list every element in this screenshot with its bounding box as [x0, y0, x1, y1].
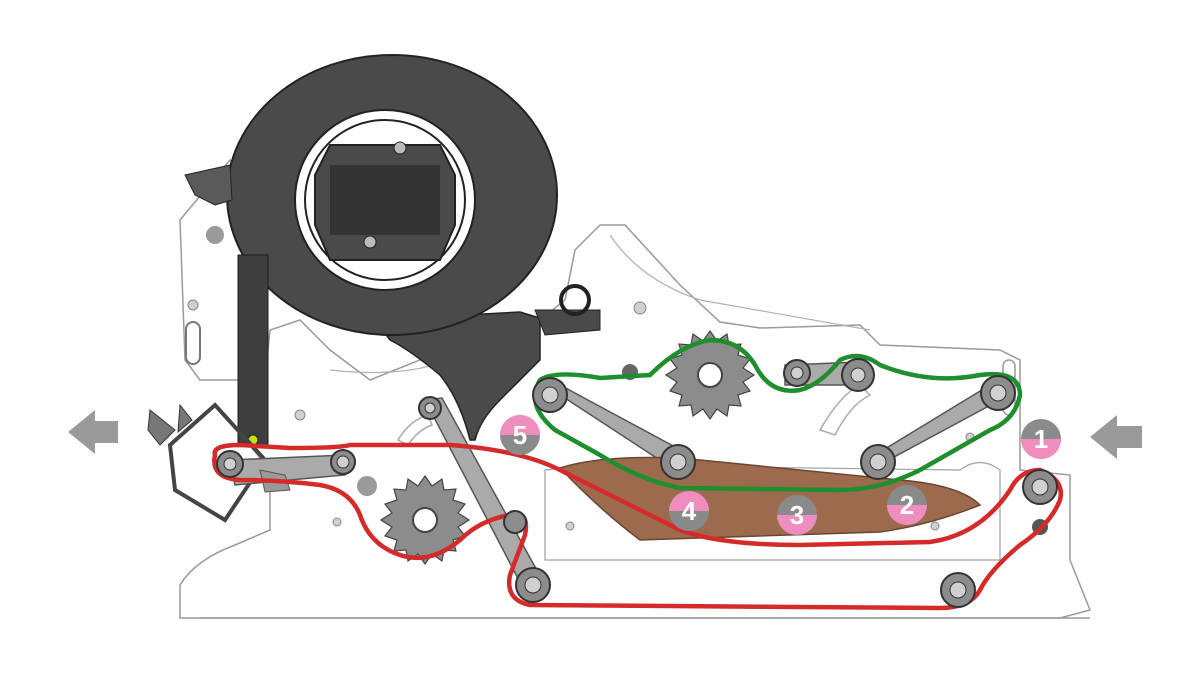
reel-arm	[373, 311, 541, 441]
gear-hub	[412, 507, 438, 533]
gear-hub	[697, 362, 723, 388]
badge-3-label: 3	[790, 500, 804, 530]
badge-5-label: 5	[513, 420, 527, 450]
bolt-hole	[633, 301, 647, 315]
arrow-left-icon	[1090, 415, 1142, 459]
wiper-arc	[396, 414, 433, 446]
gear	[664, 329, 756, 421]
roller	[841, 358, 875, 392]
bolt-hole	[565, 521, 575, 531]
badge-4: 4	[669, 491, 709, 531]
rollers	[216, 358, 1058, 608]
badge-1: 1	[1021, 419, 1061, 459]
bolt-hole	[206, 226, 224, 244]
roller	[503, 510, 527, 534]
arrow-left-icon	[68, 410, 118, 454]
bolt-hole	[187, 299, 199, 311]
gear	[379, 474, 471, 566]
inner-cover	[544, 461, 1001, 561]
roller	[1022, 469, 1058, 505]
badge-4-label: 4	[682, 496, 697, 526]
left-assembly	[147, 164, 269, 523]
badge-3: 3	[777, 495, 817, 535]
slot	[185, 321, 201, 365]
badge-1-label: 1	[1034, 424, 1048, 454]
tape-reel	[226, 54, 601, 441]
bolt-hole	[930, 521, 940, 531]
bolt-hole	[294, 409, 306, 421]
badge-2-label: 2	[900, 490, 914, 520]
roller	[515, 567, 551, 603]
bolt-hole	[357, 476, 377, 496]
roller	[532, 377, 568, 413]
bracket-knob	[559, 284, 591, 316]
top-bracket	[184, 164, 233, 206]
bracket	[534, 309, 601, 336]
roller	[980, 375, 1016, 411]
tape-path	[212, 442, 1064, 611]
roller	[940, 572, 976, 608]
badge-5: 5	[500, 415, 540, 455]
roller	[418, 396, 442, 420]
hub-bolt	[393, 141, 407, 155]
reel-core-window	[330, 165, 440, 235]
belt-path	[532, 337, 1023, 493]
roller	[330, 449, 356, 475]
vertical-bar	[237, 254, 269, 446]
badge-2: 2	[887, 485, 927, 525]
roller	[783, 359, 811, 387]
roller	[660, 444, 696, 480]
roller	[860, 444, 896, 480]
bolt-hole	[332, 517, 342, 527]
wiper-arc	[818, 384, 872, 436]
hub-bolt	[363, 235, 377, 249]
wing-nut	[147, 403, 193, 446]
clamp-frame	[167, 402, 268, 523]
roller	[216, 450, 244, 478]
